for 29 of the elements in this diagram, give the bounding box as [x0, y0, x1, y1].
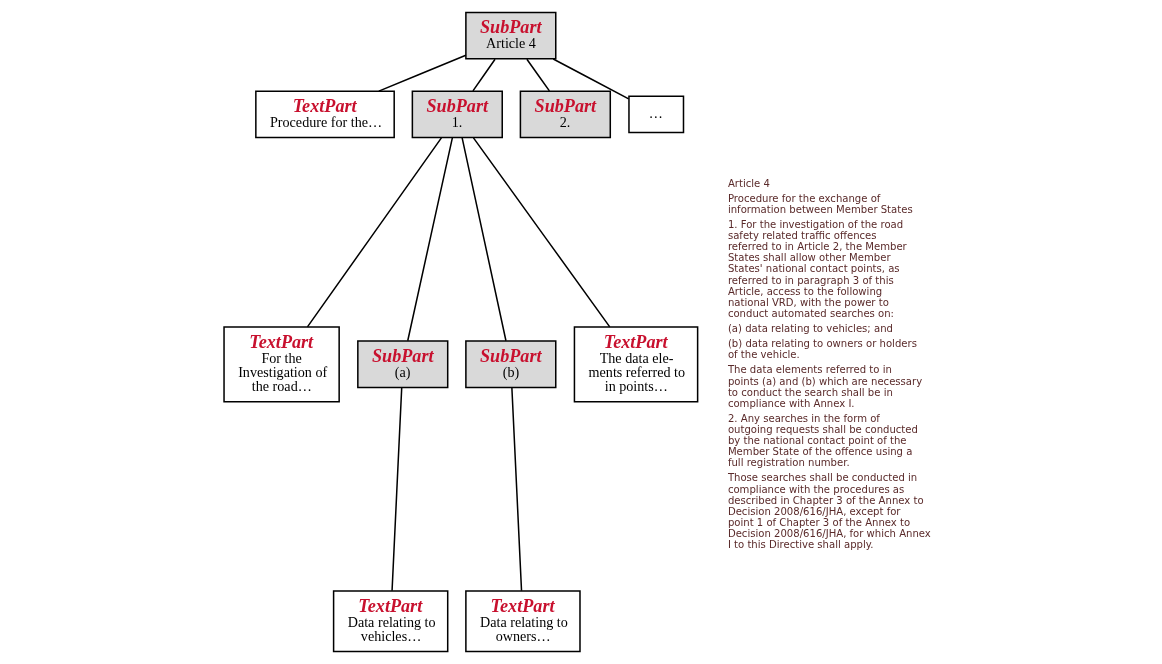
connector: [552, 58, 630, 100]
label: Article 4: [727, 177, 770, 189]
node-box: …: [628, 95, 685, 134]
connector: [511, 387, 523, 592]
label: 2. Any searches in the form of outgoing requests shall be conducted by the national contact point of the Member State of the offence using a full registration number.: [727, 412, 918, 469]
label: Those searches shall be conducted in compliance with the procedures as described in Chapter 3 of the Annex to Decision 2008/616/JHA, except for point 1 of Chapter 3 of the Annex to Decision 2008/616/JHA, for which Annex I to this Directive shall apply.: [727, 472, 931, 551]
connector: [472, 58, 496, 92]
node-box: SubPart (a): [357, 340, 449, 389]
node-box: TextPart For the Investigation of the road…: [223, 326, 340, 403]
label: (b) data relating to owners or holders of the vehicle.: [727, 338, 917, 361]
node-box: SubPart (b): [465, 340, 557, 389]
node-box: TextPart Procedure for the…: [255, 90, 395, 139]
connector: [306, 137, 443, 328]
node-box: SubPart Article 4: [465, 11, 557, 60]
node-box: SubPart 2.: [519, 90, 612, 139]
label: Procedure for the exchange of information between Member States: [727, 192, 913, 215]
connector: [378, 54, 467, 92]
connector: [391, 387, 403, 592]
connector: [526, 58, 551, 92]
connector: [461, 137, 507, 342]
label: (a) data relating to vehicles; and: [727, 323, 893, 334]
label: The data elements referred to in points (a) and (b) which are necessary to conduct the search shall be in compliance with Annex I.: [727, 364, 923, 409]
node-box: TextPart Data relating to owners…: [465, 590, 581, 653]
label: 1. For the investigation of the road safety related traffic offences referred to in Article 2, the Member States shall allow other Member States' national contact points, as referred to in paragraph 3 of this Article, access to the following national VRD, with the power to conduct automated searches on:: [727, 218, 907, 319]
connector: [472, 137, 611, 328]
connector: [407, 137, 454, 342]
node-box: TextPart The data ele- ments referred to in points…: [573, 326, 699, 403]
node-box: SubPart 1.: [411, 90, 503, 139]
node-box: TextPart Data relating to vehicles…: [332, 590, 449, 653]
